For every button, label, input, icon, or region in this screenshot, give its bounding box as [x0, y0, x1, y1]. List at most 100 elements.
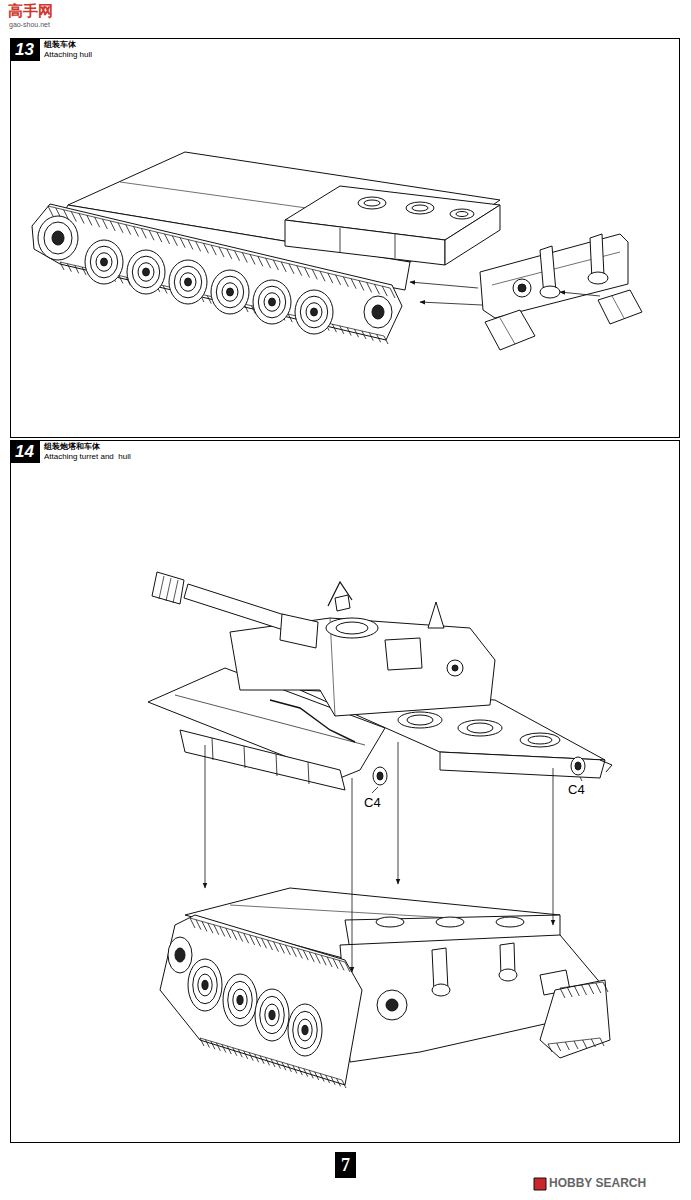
wheel-detail: [211, 270, 249, 314]
step-number: 13: [11, 39, 40, 61]
detail-line: [159, 576, 164, 599]
wheel-detail: [376, 917, 404, 927]
detail-line: [382, 286, 387, 296]
wheel-detail: [336, 622, 368, 634]
wheel-detail: [85, 240, 123, 284]
part-outline: [280, 614, 318, 648]
detail-line: [244, 746, 245, 768]
wheel-detail: [198, 974, 212, 996]
wheel-detail: [372, 305, 384, 319]
wheel-detail: [412, 205, 428, 211]
detail-line: [48, 206, 53, 216]
wheel-detail: [432, 984, 450, 996]
wheel-detail: [169, 260, 207, 304]
wheel-detail: [44, 222, 72, 254]
wheel-detail: [269, 1010, 275, 1019]
wheel-detail: [188, 959, 222, 1011]
detail-line: [345, 962, 350, 972]
part-outline: [230, 618, 495, 716]
detail-line: [582, 985, 587, 995]
step-title-en: Attaching turret and hull: [44, 452, 131, 462]
detail-line: [603, 982, 608, 992]
placement-arrow: [410, 282, 478, 288]
step-title-en: Attaching hull: [44, 50, 92, 60]
detail-line: [580, 777, 582, 781]
wheel-detail: [373, 767, 387, 785]
placement-arrow: [352, 778, 353, 972]
wheel-detail: [450, 209, 474, 219]
detail-line: [242, 253, 247, 263]
wheel-detail: [265, 1004, 279, 1026]
detail-line: [173, 580, 178, 603]
detail-line: [273, 260, 278, 270]
wheel-detail: [575, 762, 581, 770]
detail-line: [196, 241, 201, 251]
wheel-detail: [364, 296, 392, 328]
detail-line: [250, 254, 255, 264]
detail-line: [560, 982, 603, 988]
wheel-detail: [193, 966, 217, 1003]
wheel-detail: [386, 999, 398, 1011]
detail-line: [574, 986, 579, 996]
wheel-detail: [518, 284, 526, 292]
detail-line: [200, 1038, 342, 1080]
detail-line: [305, 268, 310, 278]
detail-line: [355, 329, 359, 337]
detail-line: [166, 578, 171, 601]
step-number: 14: [11, 441, 40, 463]
placement-arrow: [205, 745, 206, 888]
placement-arrow: [560, 292, 600, 296]
detail-line: [134, 227, 139, 237]
wheel-detail: [377, 990, 407, 1020]
placement-arrow: [553, 768, 554, 925]
part-outline: [428, 602, 444, 628]
wheel-detail: [38, 216, 78, 260]
detail-line: [211, 245, 216, 255]
detail-line: [126, 225, 131, 235]
wheel-detail: [180, 273, 196, 291]
detail-line: [207, 296, 211, 304]
wheel-detail: [298, 1019, 312, 1041]
detail-line: [332, 324, 336, 332]
wheel-detail: [101, 258, 108, 266]
detail-line: [266, 258, 271, 268]
part-outline: [285, 220, 445, 265]
wheel-detail: [258, 286, 285, 318]
wheel-detail: [588, 272, 608, 284]
step-panel: 组装车体Attaching hull 13: [10, 38, 680, 438]
wheel-detail: [302, 1025, 308, 1034]
part-outline: [534, 1178, 546, 1190]
wheel-detail: [513, 279, 531, 297]
detail-line: [119, 275, 123, 283]
wheel-detail: [407, 715, 433, 725]
detail-line: [75, 265, 79, 273]
detail-line: [612, 296, 624, 318]
wheel-detail: [456, 212, 468, 217]
step-title-zh: 组装车体: [44, 40, 92, 50]
part-outline: [385, 638, 422, 670]
wheel-detail: [540, 286, 560, 298]
wheel-detail: [288, 1004, 322, 1056]
detail-line: [190, 918, 345, 962]
detail-line: [288, 314, 292, 322]
wheel-detail: [138, 263, 154, 281]
detail-line: [500, 318, 515, 344]
detail-line: [548, 1038, 600, 1044]
wheel-detail: [447, 660, 463, 676]
detail-line: [281, 262, 286, 272]
placement-arrow: [420, 302, 482, 305]
detail-line: [219, 247, 224, 257]
part-outline: [335, 595, 350, 611]
wheel-detail: [499, 969, 517, 981]
wheel-detail: [358, 197, 386, 209]
wheel-detail: [398, 712, 442, 728]
detail-line: [600, 760, 612, 772]
wheel-detail: [458, 720, 502, 736]
part-outline: [598, 290, 642, 324]
wheel-detail: [406, 202, 434, 214]
part-outline: [32, 204, 402, 340]
wheel-detail: [295, 290, 333, 334]
wheel-detail: [216, 276, 243, 308]
step-title-zh: 组装炮塔和车体: [44, 442, 131, 452]
